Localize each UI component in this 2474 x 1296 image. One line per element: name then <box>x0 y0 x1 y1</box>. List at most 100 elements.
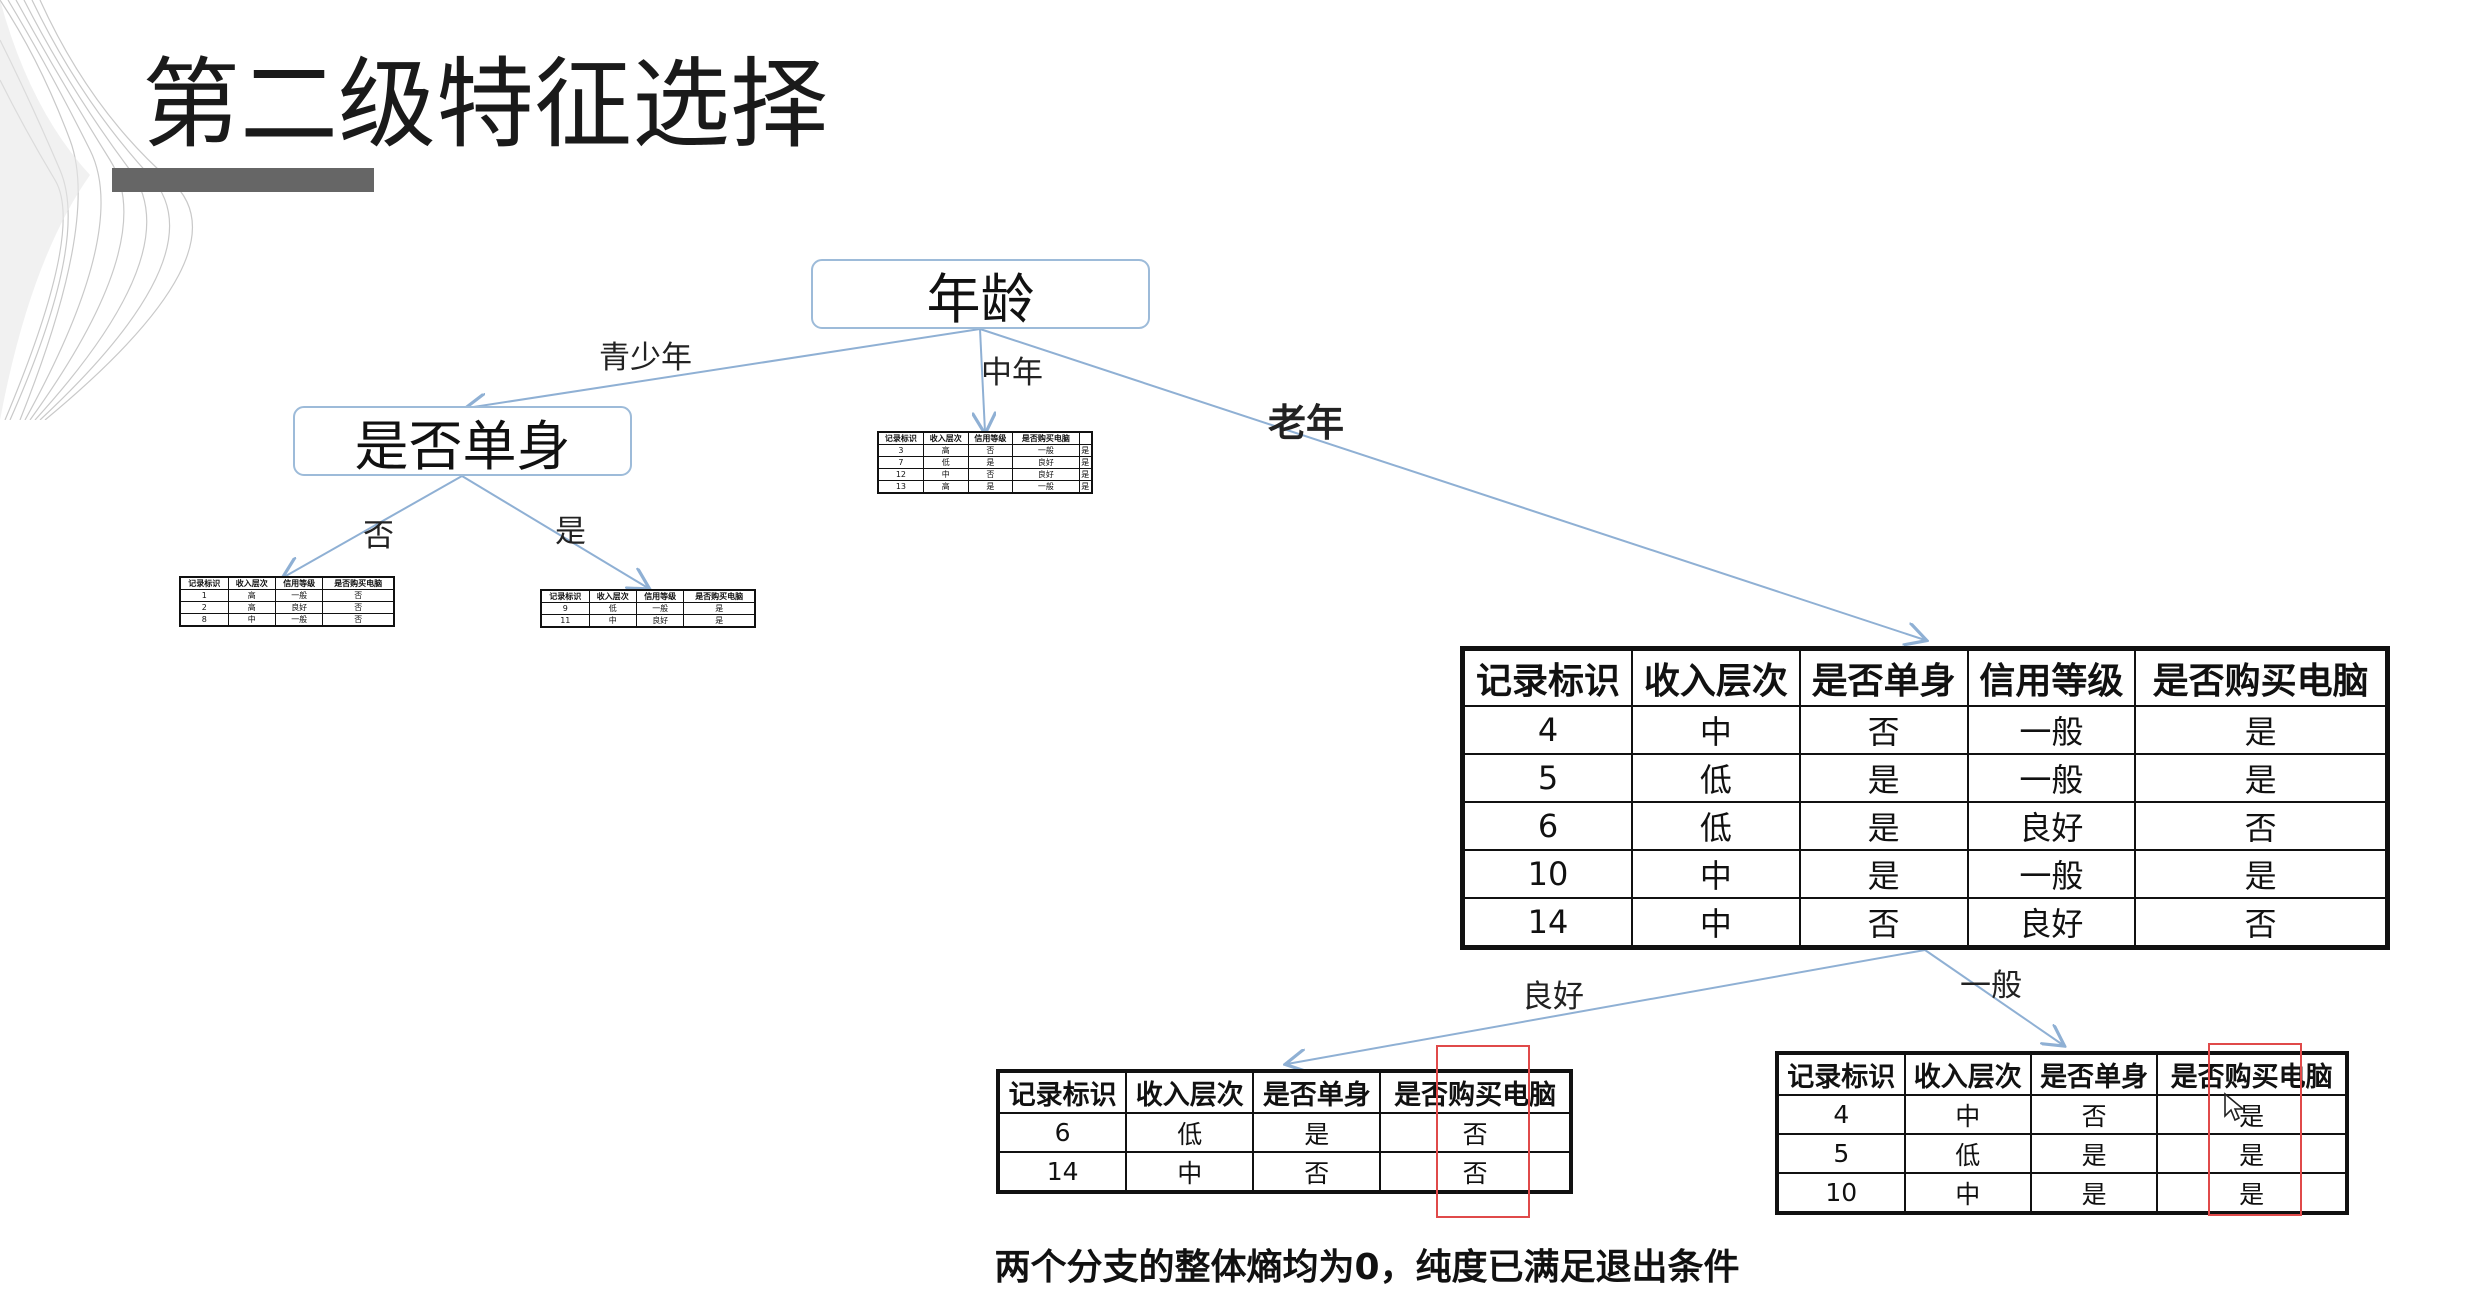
table-cell: 一般 <box>1012 444 1080 457</box>
table-cell: 中 <box>1125 1151 1255 1193</box>
column-header: 是否购买电脑 <box>2156 1052 2348 1096</box>
mouse-cursor-icon <box>2224 1092 2245 1122</box>
edge-label-credit-good: 良好 <box>1522 979 1584 1015</box>
table-cell: 否 <box>1798 897 1969 949</box>
table-cell: 低 <box>1630 753 1801 803</box>
table-cell: 中 <box>1630 849 1801 899</box>
column-header: 信用等级 <box>274 576 324 590</box>
edge-label-senior: 老年 <box>1268 401 1345 445</box>
table-cell: 否 <box>2134 897 2389 949</box>
table-cell: 是 <box>1078 456 1093 469</box>
table-cell: 高 <box>227 589 277 602</box>
node-single: 是否单身 <box>293 406 632 478</box>
table-cell: 良好 <box>1012 468 1080 481</box>
table-cell: 一般 <box>635 602 685 615</box>
edge-single-yes <box>461 475 648 588</box>
table-cell: 是 <box>967 456 1014 469</box>
table-cell: 是 <box>2029 1133 2159 1174</box>
table-cell: 13 <box>877 480 924 494</box>
table-header-row: 记录标识收入层次信用等级是否购买电脑 <box>179 576 395 590</box>
edge-label-single-yes: 是 <box>555 514 586 550</box>
table-cell: 是 <box>1078 444 1093 457</box>
column-header: 收入层次 <box>1125 1070 1255 1114</box>
table-cell: 14 <box>1461 897 1633 949</box>
table-cell: 中 <box>1903 1172 2032 1214</box>
table-cell: 5 <box>1461 753 1633 803</box>
table-cell: 是 <box>2156 1133 2348 1174</box>
table-cell: 良好 <box>635 614 685 628</box>
table-cell: 中 <box>227 613 277 627</box>
column-header: 信用等级 <box>1966 647 2137 707</box>
table-cell: 4 <box>1776 1094 1906 1135</box>
column-header: 信用等级 <box>967 431 1014 445</box>
column-header: 是否购买电脑 <box>683 589 756 603</box>
table-cell: 是 <box>2029 1172 2159 1214</box>
column-header: 是否单身 <box>1252 1070 1382 1114</box>
table-header-row: 记录标识收入层次是否单身是否购买电脑 <box>1776 1052 2348 1096</box>
footer-conclusion: 两个分支的整体熵均为0，纯度已满足退出条件 <box>994 1247 1740 1288</box>
table-cell: 一般 <box>1966 753 2137 803</box>
table-cell: 12 <box>877 468 924 481</box>
edge-label-credit-normal: 一般 <box>1960 968 2022 1004</box>
edge-label-middle: 中年 <box>981 355 1043 391</box>
table-cell: 高 <box>922 480 969 494</box>
edge-root-senior <box>979 328 1925 640</box>
table-cell: 中 <box>1630 705 1801 755</box>
table-cell: 6 <box>996 1112 1128 1153</box>
table-cell: 10 <box>1461 849 1633 899</box>
table-cell: 是 <box>2134 849 2389 899</box>
table-cell: 低 <box>1125 1112 1255 1153</box>
table-cell: 10 <box>1776 1172 1906 1214</box>
table-header-row: 记录标识收入层次是否单身信用等级是否购买电脑 <box>1461 647 2389 707</box>
table-cell: 中 <box>1903 1094 2032 1135</box>
table-cell: 否 <box>322 589 395 602</box>
column-header: 是否购买电脑 <box>2134 647 2389 707</box>
table-cell: 高 <box>922 444 969 457</box>
column-header: 记录标识 <box>877 431 924 445</box>
table-cell: 低 <box>1903 1133 2032 1174</box>
table-cell: 是 <box>967 480 1014 494</box>
column-header: 记录标识 <box>540 589 590 603</box>
column-header: 收入层次 <box>227 576 277 590</box>
table-cell: 否 <box>1252 1151 1382 1193</box>
column-header: 记录标识 <box>1776 1052 1906 1096</box>
root-node-age: 年龄 <box>811 259 1150 331</box>
edge-label-youth: 青少年 <box>599 340 692 376</box>
table-cell: 4 <box>1461 705 1633 755</box>
table-cell: 否 <box>967 468 1014 481</box>
column-header: 收入层次 <box>588 589 638 603</box>
column-header: 是否单身 <box>2029 1052 2159 1096</box>
table-cell: 良好 <box>1012 456 1080 469</box>
table-cell: 是 <box>1798 753 1969 803</box>
table-cell: 否 <box>2029 1094 2159 1135</box>
table-cell: 是 <box>1078 468 1093 481</box>
table-cell: 是 <box>1078 480 1093 494</box>
highlight-normal-target-column <box>2208 1043 2302 1216</box>
table-cell: 是 <box>683 614 756 628</box>
table-cell: 一般 <box>274 613 324 627</box>
table-cell: 中 <box>922 468 969 481</box>
table-cell: 否 <box>1379 1112 1572 1153</box>
table-cell: 1 <box>179 589 229 602</box>
table-cell: 8 <box>179 613 229 627</box>
